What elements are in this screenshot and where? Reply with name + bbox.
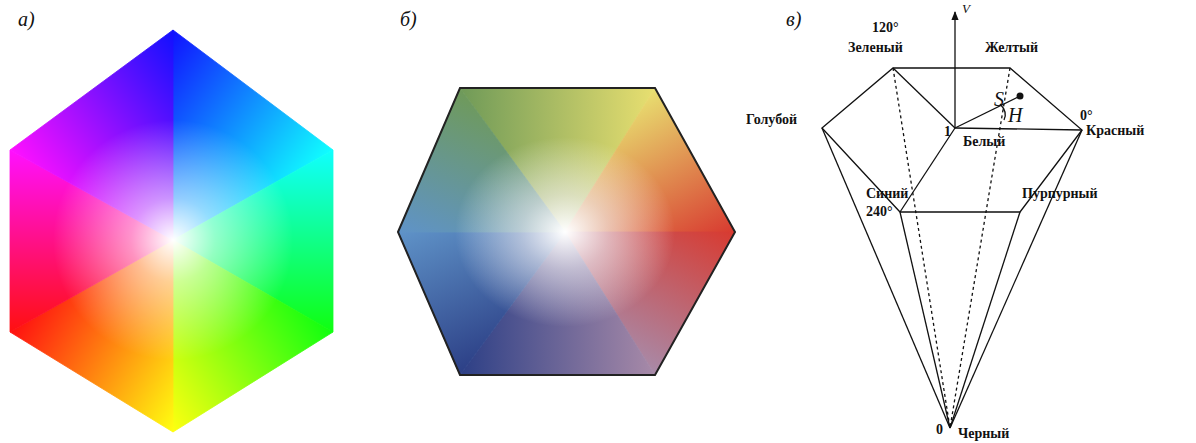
white-center: [53, 120, 293, 360]
v-axis: [954, 12, 955, 128]
color-point: [1017, 93, 1024, 100]
rgb-cube: [10, 30, 333, 432]
hsv-hexagon: [398, 88, 735, 375]
label: Зеленый: [848, 40, 903, 55]
label: а): [18, 8, 35, 30]
label: Красный: [1086, 123, 1144, 138]
label: 0: [936, 422, 943, 437]
label: 120°: [872, 20, 899, 35]
label: 1: [944, 124, 951, 139]
label: Белый: [963, 134, 1005, 149]
hexcone: [822, 12, 1082, 428]
label: Голубой: [746, 112, 797, 127]
label: S: [994, 88, 1004, 110]
label: V: [962, 2, 970, 16]
label: б): [400, 8, 417, 30]
label: Синий: [866, 186, 908, 201]
white-center: [455, 137, 675, 327]
label: H: [1008, 104, 1022, 126]
hexagon-outline: [398, 88, 735, 375]
label: Желтый: [985, 40, 1038, 55]
label: Черный: [958, 426, 1009, 441]
label: 0°: [1080, 108, 1093, 123]
label: Пурпурный: [1022, 186, 1098, 201]
label: в): [786, 8, 801, 30]
label: 240°: [866, 204, 893, 219]
